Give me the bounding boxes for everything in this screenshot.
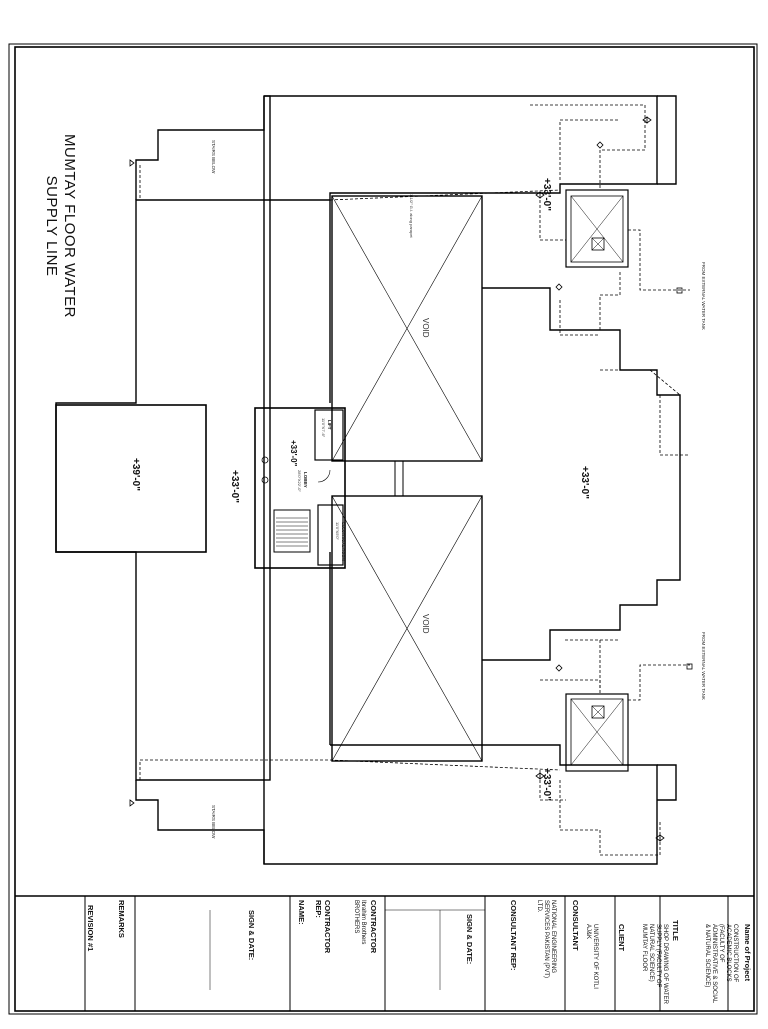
tb-client-heading: CLIENT	[617, 924, 626, 952]
lift-label: LIFT	[327, 420, 332, 430]
tb-contractor-value: Ibrahim Brothers BROTHERS	[353, 900, 366, 945]
void-label-lower: VOID	[421, 614, 430, 634]
elevation-east: +33'-0"	[579, 466, 590, 499]
tb-contractor-heading: CONTRACTOR	[369, 900, 378, 954]
tb-title-heading: TITLE	[671, 920, 680, 941]
outer-border	[8, 43, 758, 1015]
elevation-roof-block: +39'-0"	[130, 458, 141, 491]
title-block-grid	[84, 896, 729, 1011]
elevation-upper-shaft: +33'-0"	[541, 178, 552, 211]
external-tank-label-1: FROM EXTERNAL WATER TANK	[701, 262, 706, 330]
tb-project-heading: Name of Project	[743, 924, 752, 982]
valve-markers	[129, 116, 693, 842]
tb-contractor-rep: CONTRACTOR REP:	[314, 900, 332, 954]
tb-revision: REVISION #1	[86, 905, 95, 952]
pipe-note: 1-1/2" G.I. along parapet	[409, 194, 414, 238]
core-rooms	[254, 407, 346, 569]
tb-consultant-rep: CONSULTANT REP:	[509, 900, 518, 971]
electrical-room-label: ELECTRICAL ROOM	[341, 522, 346, 561]
elevation-lower-shaft: +33'-0"	[541, 768, 552, 801]
void-label-upper: VOID	[421, 318, 430, 338]
tb-client-value: UNIVERSITY OF KOTLI AJ&K	[585, 924, 598, 989]
lobby-size: 28'0"X22'-0"	[297, 470, 302, 492]
external-tank-label-2: FROM EXTERNAL WATER TANK	[701, 632, 706, 700]
tb-sign-date-1: SIGN & DATE:	[465, 914, 474, 965]
drawing-title: MUMTAY FLOOR WATER SUPPLY LINE	[42, 134, 78, 318]
tb-title-value: SHOP DRAWING OF WATER SUPPLY (FACULTY OF…	[641, 924, 668, 1005]
roof-block	[55, 404, 207, 553]
tb-consultant-value: NATIONAL ENGINEERING SERVICES PAKISTAN (…	[536, 900, 556, 979]
tb-contractor-name: NAME:	[297, 900, 306, 925]
drawing-title-line2: SUPPLY LINE	[43, 175, 60, 277]
electrical-room-size: 11'0"X5'0"	[335, 522, 340, 540]
inner-border	[14, 46, 755, 1012]
elevation-core: +33'-0"	[289, 440, 298, 467]
stairs-below-lower: STAIRS BELOW	[211, 805, 216, 839]
tb-sign-date-2: SIGN & DATE:	[247, 910, 256, 961]
void-upper	[331, 195, 483, 462]
water-supply-lines	[139, 104, 690, 856]
void-lower	[331, 495, 483, 762]
tank-lower	[565, 693, 629, 772]
tb-remarks: REMARKS	[117, 900, 126, 938]
tb-consultant-heading: CONSULTANT	[571, 900, 580, 951]
lift-size: 11'0"X7'-6"	[321, 418, 326, 438]
drawing-title-line1: MUMTAY FLOOR WATER	[61, 134, 78, 318]
elevation-lobby: +33'-0"	[229, 470, 240, 503]
stairs-below-upper: STAIRS BELOW	[211, 140, 216, 174]
lobby-label: LOBBY	[303, 472, 308, 488]
tb-project-name: CONSTRUCTION OF ACADEMIC BLOCKS (FACULTY…	[704, 924, 738, 1004]
tank-upper	[565, 189, 629, 268]
